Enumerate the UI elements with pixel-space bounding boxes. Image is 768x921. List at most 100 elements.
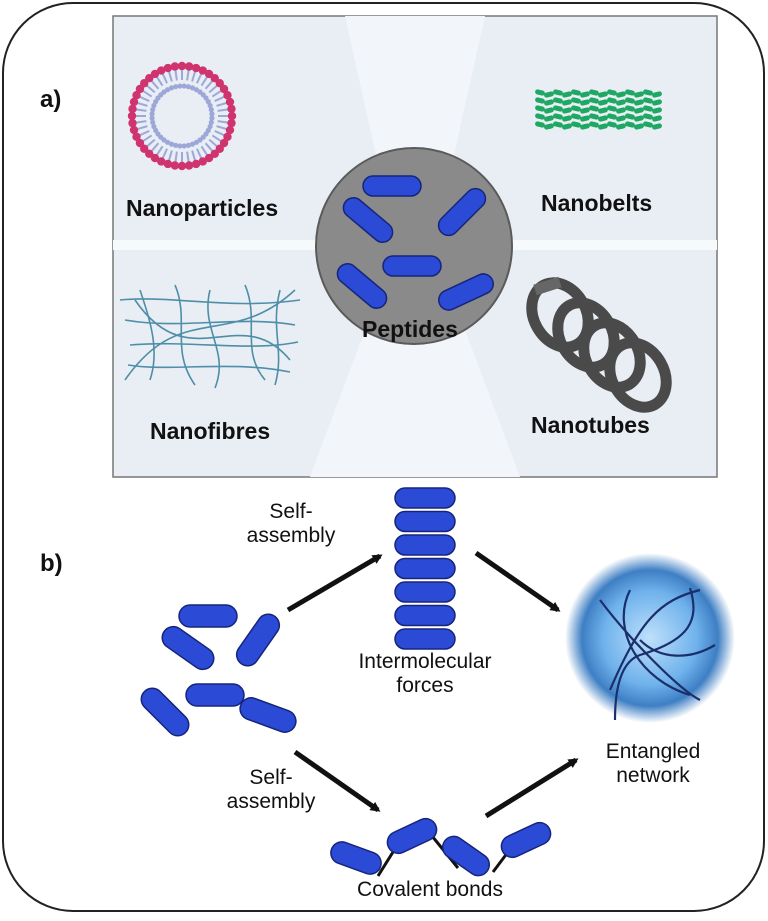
arrow-to-stack <box>286 553 383 613</box>
lipid-head <box>157 157 166 166</box>
arrow-stack-to-network <box>474 550 561 613</box>
nanobelt-segment <box>589 97 599 104</box>
nanobelt-segment <box>535 113 545 120</box>
nanobelt-segment <box>562 107 572 114</box>
entangled-network-label: Entangled network <box>605 740 701 788</box>
nanobelt-segment <box>544 107 554 114</box>
lipid-head <box>157 66 166 75</box>
lipid-inner-head <box>150 107 156 113</box>
nanobelt-segment <box>634 123 644 130</box>
stacked-peptide <box>394 557 456 580</box>
nanobelt-segment <box>616 107 626 114</box>
nanobelt-segment <box>598 99 608 106</box>
nanofibre-strand <box>274 289 281 386</box>
lipid-head <box>198 157 207 166</box>
lipid-head <box>219 138 229 148</box>
nanobelt-icon <box>535 89 662 130</box>
nanofibre-strand <box>119 298 301 305</box>
nanobelt-segment <box>562 99 572 106</box>
lipid-inner-head <box>151 102 157 109</box>
nanobelt-segment <box>634 107 644 114</box>
lipid-inner-head <box>189 141 196 147</box>
nanobelt-segment <box>553 89 563 96</box>
network-fibre <box>613 587 695 721</box>
nanobelt-segment <box>616 123 626 130</box>
panel-b-label: b) <box>40 550 63 577</box>
nanobelt-segment <box>571 89 581 96</box>
nanobelt-segment <box>607 105 617 112</box>
lipid-head <box>227 111 237 121</box>
nanobelt-segment <box>544 99 554 106</box>
lipid-inner-head <box>173 84 179 90</box>
nanobelt-segment <box>598 107 608 114</box>
lipid-inner-head <box>149 115 155 121</box>
lipid-head <box>210 149 219 158</box>
peptide-pill <box>239 697 297 733</box>
nanobelt-segment <box>589 89 599 96</box>
stacked-peptide <box>394 581 456 603</box>
nanobelt-segment <box>553 105 563 112</box>
lipid-head <box>198 66 207 75</box>
lipid-inner-head <box>168 85 175 91</box>
lipid-head <box>127 111 137 121</box>
lipid-inner-head <box>149 111 155 117</box>
upper-self-assembly-label: Self- assembly <box>246 500 336 548</box>
lipid-head <box>140 144 149 153</box>
lipid-head <box>215 79 224 88</box>
nanofibre-strand <box>124 289 296 381</box>
peptide-pill <box>362 175 422 197</box>
nanobelt-segment <box>553 113 563 120</box>
peptide-pill <box>178 604 238 628</box>
chain-peptide <box>441 835 491 877</box>
network-fibre <box>608 588 701 691</box>
peptides-label: Peptides <box>362 316 458 342</box>
arrow-chain-to-network <box>484 757 579 819</box>
peptide-pill <box>140 687 190 737</box>
lipid-inner-head <box>207 123 213 130</box>
nanobelt-segment <box>607 97 617 104</box>
nanobelt-segment <box>616 99 626 106</box>
peptide-pill <box>342 197 394 243</box>
nanobelt-segment <box>634 99 644 106</box>
entangled-network-glow <box>565 553 735 723</box>
lipid-head <box>163 63 173 73</box>
nanofibre-strand <box>244 284 266 381</box>
peptide-pill <box>185 683 245 707</box>
nanofibre-strand <box>174 284 196 386</box>
nanobelt-segment <box>607 89 617 96</box>
nanobelt-segment <box>652 115 662 122</box>
lipid-inner-head <box>193 139 199 145</box>
nanobelt-segment <box>535 89 545 96</box>
nanobelt-segment <box>580 99 590 106</box>
nanofibre-strand <box>139 289 155 381</box>
lipid-head <box>225 97 235 107</box>
nanofibre-strand <box>127 364 291 373</box>
lipid-inner-head <box>189 85 196 91</box>
nanobelt-segment <box>571 105 581 112</box>
nanobelt-segment <box>652 99 662 106</box>
arrow-to-chain <box>293 749 381 813</box>
lipid-inner-head <box>153 127 159 133</box>
lipid-head <box>128 118 137 128</box>
lipid-inner-head <box>209 111 215 117</box>
lipid-inner-head <box>181 143 187 149</box>
lipid-head <box>177 61 187 71</box>
intermolecular-forces-label: Intermolecular forces <box>358 650 492 698</box>
nanobelt-segment <box>625 113 635 120</box>
nanobelt-segment <box>598 123 608 130</box>
lipid-head <box>184 62 194 71</box>
lipid-inner-head <box>151 123 157 130</box>
nanobelt-segment <box>535 105 545 112</box>
lipid-head <box>227 104 236 114</box>
panel-a-light-wedge-top <box>345 16 485 240</box>
lipid-inner-head <box>150 119 156 125</box>
nanoparticle-icon <box>127 61 237 171</box>
panel-a-label: a) <box>40 86 62 113</box>
lipid-inner-head <box>177 143 183 149</box>
nanofibre-strand <box>207 289 221 389</box>
lipid-inner-head <box>168 141 175 147</box>
nanobelt-segment <box>535 97 545 104</box>
nanobelt-segment <box>580 107 590 114</box>
nanobelt-segment <box>589 105 599 112</box>
nanobelt-segment <box>643 105 653 112</box>
